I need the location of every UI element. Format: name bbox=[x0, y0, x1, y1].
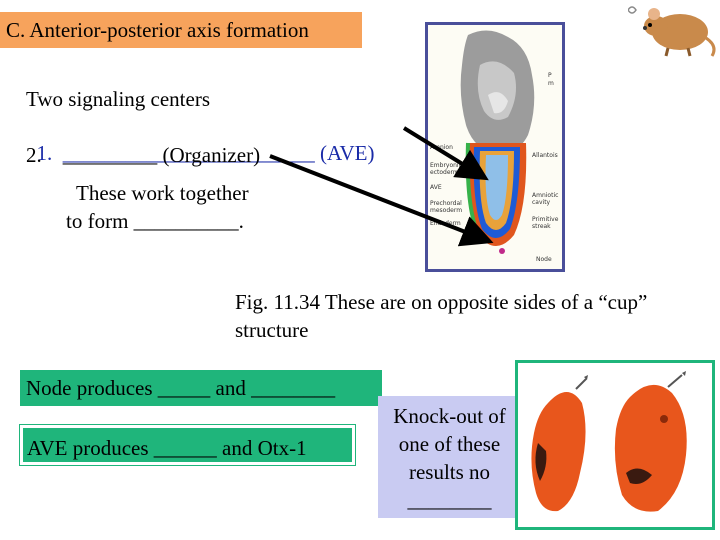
figure-caption: Fig. 11.34 These are on opposite sides o… bbox=[235, 290, 648, 342]
fig-label-allantois: Allantois bbox=[532, 152, 558, 159]
fig-label-ectoderm: ectoderm bbox=[430, 169, 459, 176]
knockout-line-4: ________ bbox=[407, 488, 492, 512]
fig-label-mesoderm: mesoderm bbox=[430, 207, 462, 214]
fig-label-ave: AVE bbox=[430, 184, 442, 191]
knockout-line-1: Knock-out of bbox=[393, 404, 506, 428]
fig-label-amnion: Amnion bbox=[430, 144, 453, 151]
signaling-centers-heading: Two signaling centers bbox=[26, 87, 210, 111]
slide-title: C. Anterior-posterior axis formation bbox=[0, 12, 362, 48]
fig-label-embryonic: Embryonic bbox=[430, 162, 462, 169]
node-produces-box: Node produces _____ and ________ bbox=[20, 370, 382, 406]
ave-produces-box: AVE produces ______ and Otx-1 bbox=[19, 424, 356, 466]
fig-label-streak: streak bbox=[532, 223, 551, 230]
fig-label-m: m bbox=[548, 80, 554, 87]
embryo-diagram: P m Amnion Embryonic ectoderm AVE Precho… bbox=[425, 22, 565, 272]
knockout-mice-icon bbox=[518, 363, 712, 527]
embryo-diagram-icon: P m Amnion Embryonic ectoderm AVE Precho… bbox=[430, 30, 559, 263]
fig-label-amniotic: Amniotic bbox=[532, 192, 558, 199]
fig-label-node: Node bbox=[536, 256, 552, 263]
knockout-line-3: results no bbox=[408, 460, 491, 484]
fig-label-prechordal: Prechordal bbox=[430, 200, 462, 207]
signaling-item-2: 2. _________ (Organizer) bbox=[26, 143, 261, 167]
fig-label-endoderm: Endoderm bbox=[430, 220, 461, 227]
work-together-line2: to form __________. bbox=[66, 209, 244, 233]
fig-label-primitive: Primitive bbox=[532, 216, 559, 223]
mouse-clipart-icon bbox=[628, 6, 716, 57]
work-together-line1: These work together bbox=[76, 181, 249, 205]
fig-label-p: P bbox=[548, 72, 552, 79]
knockout-mice-photo bbox=[515, 360, 715, 530]
fig-label-cavity: cavity bbox=[532, 199, 551, 206]
knockout-line-2: one of these bbox=[398, 432, 501, 456]
knockout-box: Knock-out of one of these results no ___… bbox=[378, 396, 521, 518]
